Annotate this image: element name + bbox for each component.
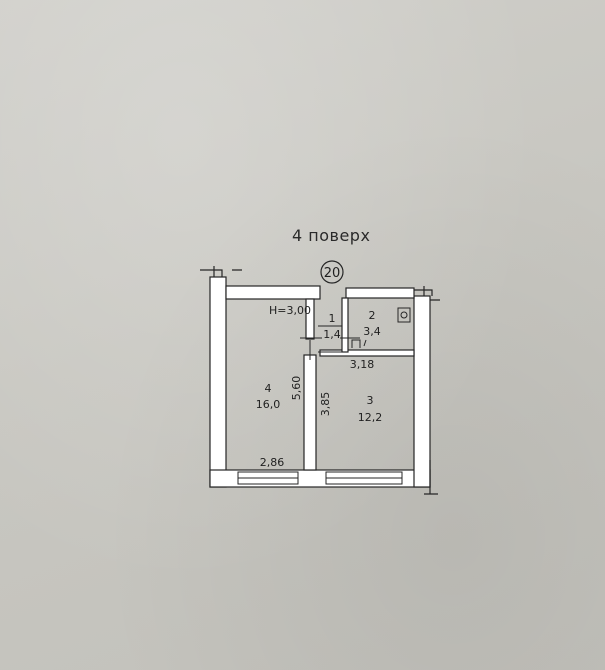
room-1-number: 1 (329, 312, 336, 325)
bathroom-fixtures (351, 307, 411, 348)
wall-left (209, 276, 227, 488)
wall-bathroom-bottom (319, 349, 415, 357)
room-2-area: 3,4 (363, 325, 381, 338)
wall-stubs (200, 266, 440, 495)
door-lines (300, 325, 360, 360)
wall-partition-upper (305, 298, 315, 340)
floor-label: 4 поверх (292, 226, 371, 245)
wall-right (413, 295, 431, 488)
ceiling-height: H=3,00 (269, 304, 311, 317)
dim-room4-width: 2,86 (260, 456, 285, 469)
windows (237, 471, 403, 485)
room-3-number: 3 (367, 394, 374, 407)
toilet-icon (397, 307, 411, 323)
dim-room2-width: 3,18 (350, 358, 375, 371)
wall-top (225, 285, 321, 300)
building-number-circle (320, 260, 344, 284)
room-4-area: 16,0 (256, 398, 281, 411)
tub-icon (351, 339, 361, 348)
dim-room3-length: 3,85 (319, 392, 332, 417)
room-1-area: 1,4 (323, 328, 341, 341)
walls (209, 276, 431, 488)
building-number: 20 (324, 266, 341, 281)
room-4-number: 4 (265, 382, 272, 395)
dim-room4-length: 5,60 (290, 376, 303, 401)
wall-top-right (345, 287, 415, 299)
wall-bathroom-left (341, 297, 349, 353)
room-3-area: 12,2 (358, 411, 383, 424)
wall-partition-main (303, 354, 317, 471)
room-2-number: 2 (369, 309, 376, 322)
